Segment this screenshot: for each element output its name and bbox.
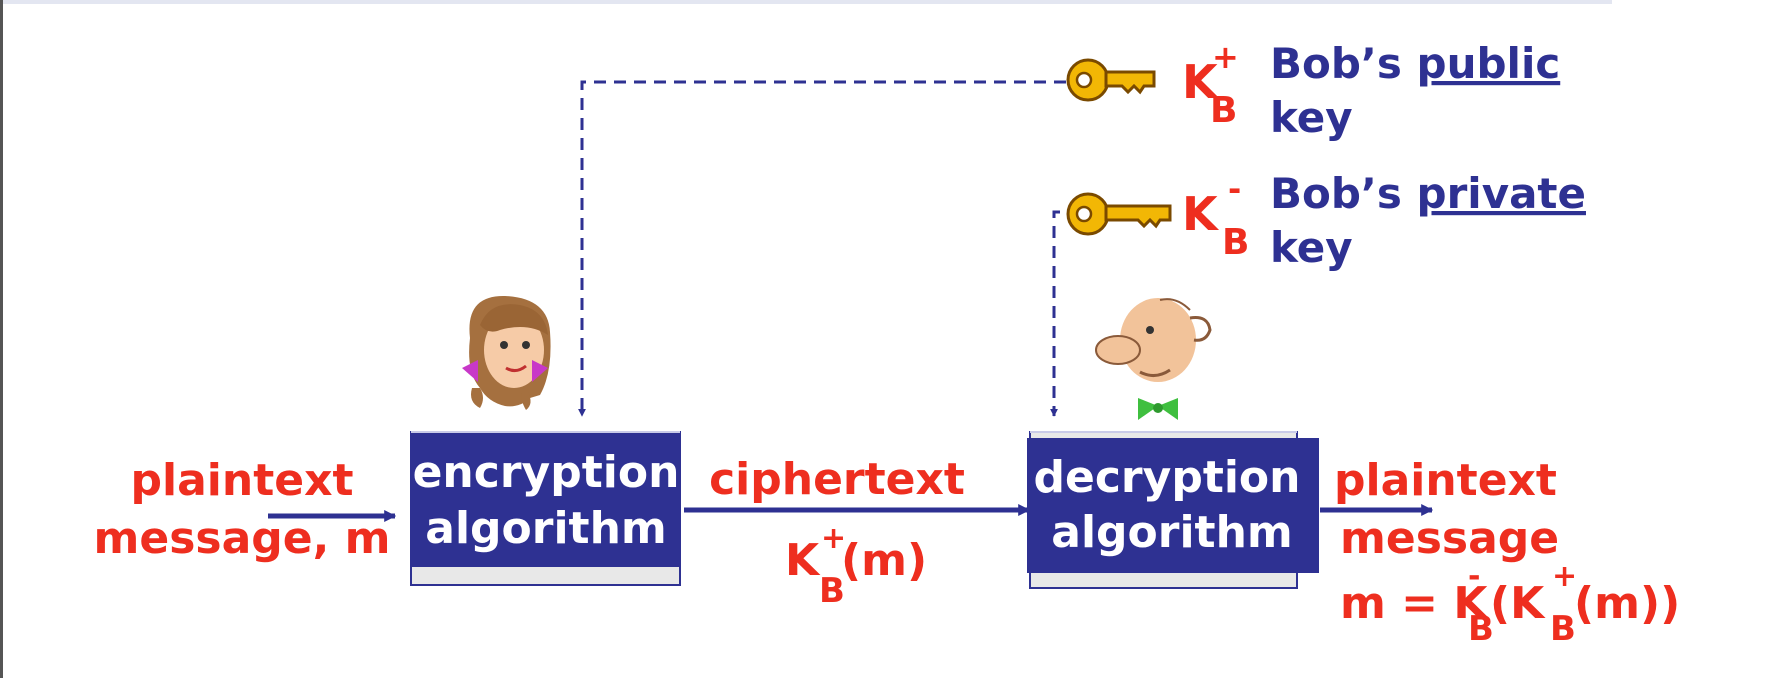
encryption-box-line1: encryption: [413, 447, 680, 498]
public-key-sup: +: [1212, 38, 1239, 76]
cipher-k: K: [785, 535, 821, 586]
private-key-sub: B: [1222, 222, 1249, 263]
cipher-sup: +: [821, 521, 846, 556]
public-key-k: K: [1182, 55, 1220, 109]
input-label-line1: plaintext: [131, 455, 354, 506]
private-key-k: K: [1182, 187, 1220, 241]
private-key-desc-line2: key: [1270, 223, 1353, 272]
slide-left-border: [0, 0, 3, 678]
output-eq-prefix: m = K: [1340, 578, 1489, 629]
key-icon: [1066, 58, 1156, 102]
output-sub-2: B: [1550, 609, 1576, 649]
output-label-line1: plaintext: [1334, 455, 1557, 506]
key-icon: [1066, 192, 1172, 236]
decryption-box-line1: decryption: [1034, 452, 1301, 503]
encryption-algorithm-box: encryption algorithm: [410, 431, 681, 586]
output-sup-minus: -: [1468, 559, 1480, 594]
output-sup-plus: +: [1552, 559, 1577, 594]
encryption-box-line2: algorithm: [425, 503, 666, 554]
private-key-dashed-line: [1050, 210, 1080, 417]
public-key-desc-line1: Bob’s public: [1270, 39, 1560, 88]
output-label-line2: message: [1340, 513, 1559, 564]
decryption-box-line2: algorithm: [1051, 507, 1292, 558]
private-key-sup: -: [1228, 170, 1241, 208]
public-key-desc-line2: key: [1270, 93, 1353, 142]
ciphertext-label: ciphertext: [709, 454, 965, 505]
output-paren-k: (K: [1490, 578, 1546, 629]
cipher-sub: B: [819, 571, 845, 611]
input-label-line2: message, m: [94, 513, 391, 564]
output-sub-1: B: [1468, 609, 1494, 649]
output-formula: m = K - B (K + B (m)): [1340, 559, 1680, 649]
public-key-sub: B: [1210, 90, 1237, 131]
slide-top-border: [0, 0, 1612, 4]
cipher-arg: (m): [841, 535, 927, 586]
public-key-dashed-line: [578, 80, 1066, 417]
output-end: (m)): [1574, 578, 1680, 629]
decryption-algorithm-box: decryption algorithm: [1027, 431, 1319, 589]
ciphertext-formula: K + B (m): [785, 521, 927, 611]
bob-figure: [1095, 298, 1212, 420]
alice-figure: [462, 295, 551, 410]
private-key-desc-line1: Bob’s private: [1270, 169, 1586, 218]
